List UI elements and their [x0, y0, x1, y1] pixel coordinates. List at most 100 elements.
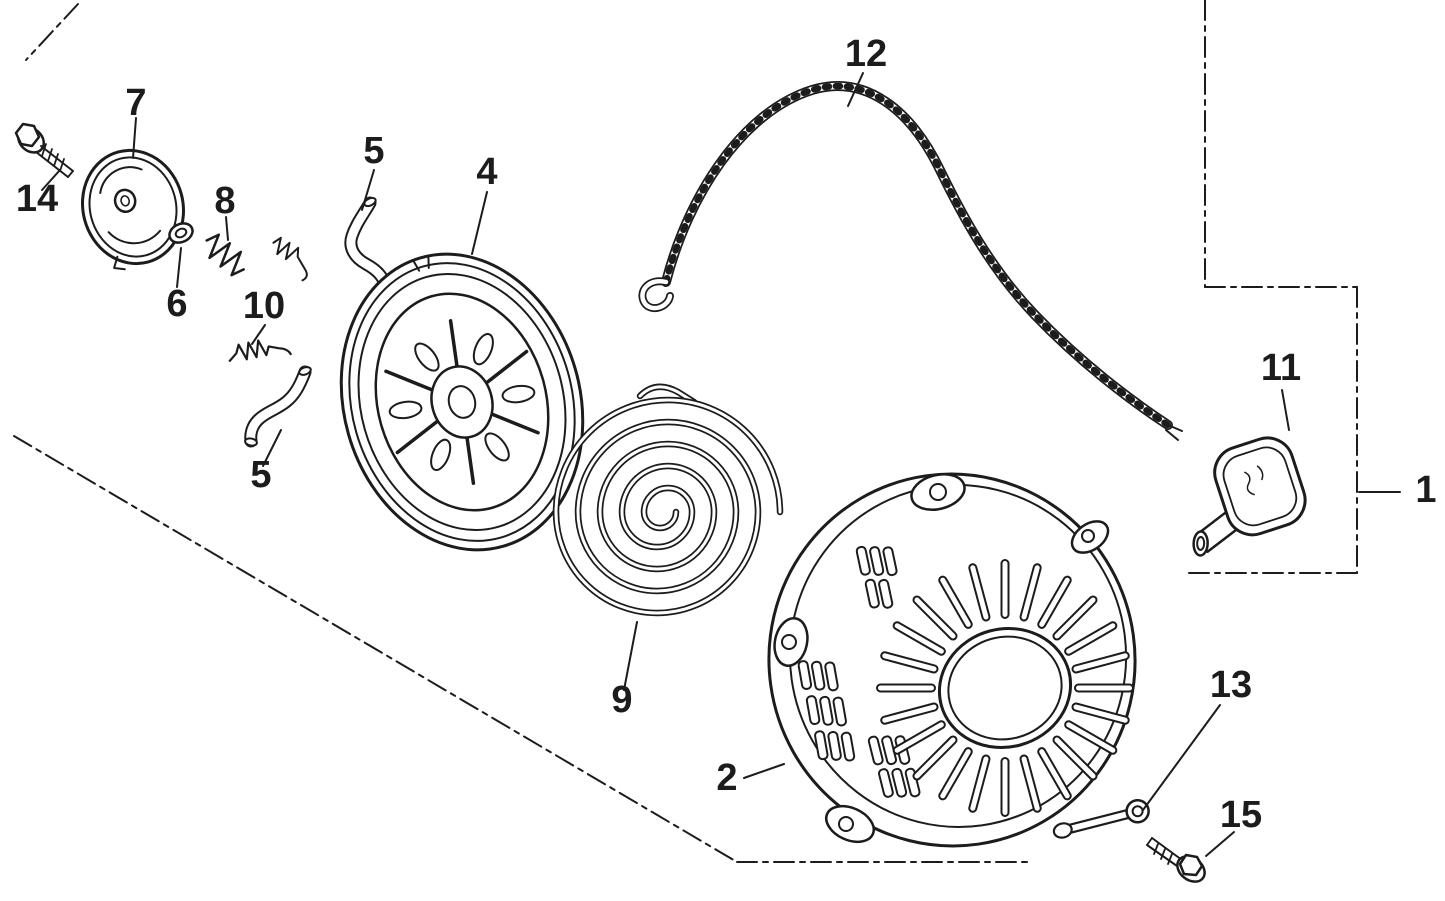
part-13-ratchet-arm	[1052, 798, 1150, 839]
rope-frayed-end	[1167, 424, 1183, 432]
part-7-drive-plate	[81, 148, 185, 271]
case-ear-hole	[781, 634, 797, 650]
leader-line-14	[41, 169, 61, 191]
leader-line-10	[251, 324, 266, 345]
assembly-boundary-lines	[13, 0, 1358, 863]
plate-arm	[99, 166, 143, 194]
tube-body	[346, 198, 391, 293]
spring-coil	[272, 236, 308, 282]
spiral-coil-fill	[554, 398, 782, 615]
bolt-tip	[67, 170, 74, 178]
tube-end	[244, 437, 258, 447]
callout-label-5-upper: 5	[363, 130, 384, 172]
bolt-thread	[47, 148, 53, 162]
part-5-tube-lower	[244, 365, 312, 448]
grip-ferrule	[1196, 510, 1228, 536]
leader-line-9	[623, 621, 638, 691]
callout-label-4: 4	[476, 151, 497, 193]
part-14-bolt	[14, 122, 74, 178]
leader-line-5-upper	[361, 169, 375, 211]
plate-inner-rim	[88, 156, 178, 258]
arm-eye	[1125, 798, 1150, 824]
reel-hub	[430, 365, 494, 439]
part-9-spiral-spring	[552, 383, 784, 617]
leader-line-4	[471, 191, 488, 255]
rope-braid-texture	[662, 82, 1172, 429]
leader-lines	[41, 72, 1401, 857]
leader-line-11	[1281, 389, 1290, 431]
callout-label-10: 10	[243, 285, 285, 327]
phantom-line-top-left	[25, 3, 79, 61]
arm-edge	[1068, 816, 1131, 835]
reel-face-edge	[374, 292, 550, 512]
bolt-thread	[41, 143, 47, 157]
bolt-head	[14, 122, 41, 148]
arm-tip	[1052, 822, 1073, 839]
callout-label-1: 1	[1415, 469, 1436, 511]
phantom-line-diagonal	[13, 435, 738, 863]
leader-line-8	[225, 216, 229, 241]
case-center-hole-inner	[947, 635, 1063, 741]
callout-label-6: 6	[166, 283, 187, 325]
leader-line-5-lower	[262, 429, 282, 467]
callout-label-15: 15	[1220, 794, 1262, 836]
reel-rim-line	[357, 272, 567, 532]
part-4-rope-reel	[339, 252, 585, 552]
bolt-head	[1178, 853, 1204, 877]
part-2-starter-case	[767, 472, 1137, 848]
spring-coil	[205, 233, 245, 277]
leader-line-12	[847, 72, 864, 107]
bolt-thread	[1167, 853, 1173, 865]
case-ear-hole	[838, 816, 854, 832]
radial-slot	[876, 683, 936, 693]
washer-outer	[168, 222, 194, 244]
part-15-bolt	[1146, 837, 1206, 883]
plate-tab	[113, 255, 126, 271]
callout-label-13: 13	[1210, 664, 1252, 706]
grip-ferrule	[1206, 528, 1238, 554]
callout-label-11: 11	[1261, 347, 1301, 389]
washer-hole	[174, 227, 188, 239]
grip-ferrule-hole	[1196, 535, 1206, 551]
leader-line-2	[743, 763, 785, 779]
callout-label-2: 2	[716, 757, 737, 799]
case-center-hole	[937, 627, 1073, 749]
callout-label-12: 12	[845, 33, 887, 75]
grip-contour	[1222, 446, 1298, 527]
callout-label-7: 7	[125, 82, 146, 124]
bolt-shaft	[1151, 837, 1183, 861]
callout-label-5-lower: 5	[250, 454, 271, 496]
rope-frayed-end	[1165, 429, 1179, 441]
rope-end-loop-fill	[640, 278, 673, 311]
leader-line-13	[1142, 704, 1221, 811]
part-6-washer	[168, 222, 194, 244]
case-ear-hole	[929, 483, 947, 501]
leader-line-15	[1205, 831, 1235, 857]
plate-arm	[107, 229, 162, 245]
plate-hub	[113, 188, 137, 214]
tube-body	[246, 367, 310, 446]
leader-line-6	[176, 247, 182, 288]
spring-coil	[228, 339, 292, 362]
case-ear-hole	[1081, 529, 1095, 543]
callout-label-8: 8	[214, 180, 235, 222]
radial-slot	[1000, 559, 1010, 619]
bolt-thread	[53, 153, 59, 167]
bolt-thread	[1153, 843, 1159, 855]
part-12-starter-rope	[638, 81, 1183, 441]
grip-molded-marks	[1244, 465, 1264, 496]
reel-rim-line	[348, 262, 576, 542]
plate-hub-hole	[120, 195, 131, 207]
reel-rope-notch	[411, 254, 430, 272]
part-8-friction-spring	[205, 233, 245, 277]
spiral-outer-hook-fill	[638, 385, 696, 404]
callout-label-14: 14	[16, 178, 58, 220]
bolt-thread	[1160, 848, 1166, 860]
bolt-tip	[1146, 837, 1153, 846]
grip-body	[1213, 436, 1307, 537]
radial-slot	[1074, 683, 1134, 693]
bolt-thread	[59, 158, 65, 172]
tube-end	[298, 366, 312, 376]
